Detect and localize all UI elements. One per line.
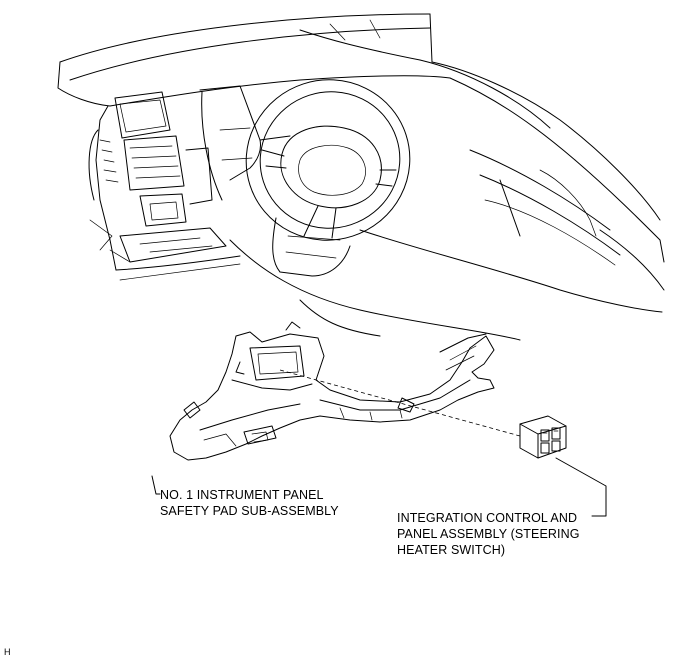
safety-pad-leader-line [151,475,161,495]
safety-pad-callout-line1: NO. 1 INSTRUMENT PANEL [160,488,324,502]
steering-heater-switch-illustration [519,415,567,459]
safety-pad-callout: NO. 1 INSTRUMENT PANEL SAFETY PAD SUB-AS… [160,487,339,519]
figure-code: H [4,647,11,657]
switch-leader-line [555,457,607,517]
switch-callout-line1: INTEGRATION CONTROL AND [397,511,578,525]
safety-pad-illustration [169,321,495,461]
switch-callout: INTEGRATION CONTROL AND PANEL ASSEMBLY (… [397,510,580,558]
dashboard-overview-illustration [57,13,665,341]
switch-callout-line3: HEATER SWITCH) [397,543,506,557]
safety-pad-callout-line2: SAFETY PAD SUB-ASSEMBLY [160,504,339,518]
switch-callout-line2: PANEL ASSEMBLY (STEERING [397,527,580,541]
